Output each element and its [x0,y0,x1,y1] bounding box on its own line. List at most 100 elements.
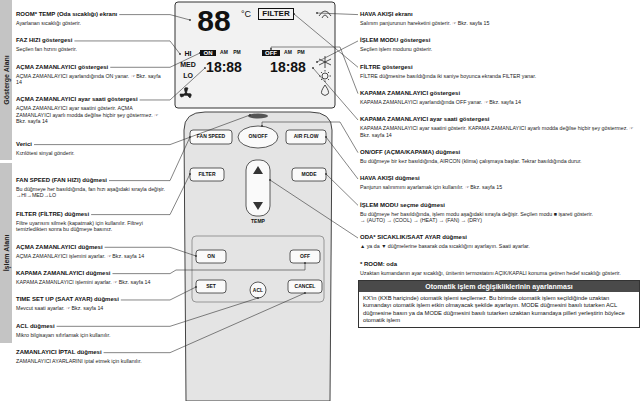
leader-line [317,13,358,15]
info-heading: Otomatik işlem değişikliklerinin ayarlan… [359,281,639,292]
callout-group: TIME SET UP (SAAT AYAR) düğmesiMevcut sa… [16,287,166,311]
transmitter [248,114,268,119]
display-text: FILTER [258,8,294,20]
callout-group: FAZ HIZI göstergesiSeçilen fan hızını gö… [16,28,166,52]
callout-text: KAPAMA ZAMANLAYICI işlemini ayarlar. ☞ B… [16,279,166,285]
callout-text: AÇMA ZAMANLAYICI ayarlandığında ON yanar… [16,73,166,86]
display-text: CANCEL [288,284,322,289]
callout-group: HAVA AKIŞI ekranıSalınım panjurunun hare… [360,2,638,26]
leader-dot [316,61,318,63]
callout-heading: İŞLEM MODU seçme düğmesi [360,202,445,209]
callout-text: Mevcut saati ayarlar. ☞ Bkz. sayfa 14 [16,305,166,311]
leader-dot [257,297,259,299]
remote-body [184,112,332,401]
callout-text: Bu düğmeye her basıldığında, fan hızı aş… [16,186,166,192]
display-text: MED [180,61,196,68]
remote-buttons [190,126,326,298]
callout-heading: Verici [16,141,32,148]
callout-text: Seçilen fan hızını gösterir. [16,46,166,52]
display-text: 18:88 [262,60,314,74]
display-text: LO [180,72,196,79]
display-text: ACL [248,288,268,293]
display-text: PM [231,50,243,55]
leader-line [270,180,358,238]
display-text: TEMP [244,219,272,224]
leader-dot [179,53,181,55]
callout-group: İŞLEM MODU göstergesiSeçilen işlem modun… [360,28,638,52]
display-text: FAN SPEED [190,134,232,139]
display-text: ON/OFF [238,134,278,139]
display-text: FILTER [190,172,224,177]
callout-group: VericiKızılötesi sinyal gönderir. [16,132,166,156]
leader-dot [189,19,191,21]
callout-text: → (AUTO) → (COOL) → (HEAT) → (FAN) → (DR… [360,217,638,223]
callout-text: Salınım panjurunun hareketini gösterir. … [360,20,638,26]
leader-dot [325,173,327,175]
callout-group: ROOM* TEMP (Oda sıcaklığı) ekranıAyarlan… [16,2,166,26]
leader-line [317,41,358,62]
leader-line [109,137,190,181]
leader-line [119,15,190,20]
leader-dot [312,67,314,69]
info-box: Otomatik işlem değişikliklerinin ayarlan… [358,280,640,328]
display-text: AIR FLOW [286,134,326,139]
callout-group: FAN SPEED (FAN HIZI) düğmesi Bu düğmeye h… [16,168,166,199]
callout-heading: KAPAMA ZAMANLAYICI düğmesi [16,270,110,277]
area-title: Gösterge Alanı [3,55,10,105]
callout-heading: İŞLEM MODU göstergesi [360,37,430,44]
display-text: 88 [190,6,238,36]
callout-heading: AÇMA ZAMANLAYICI ayar saati göstergesi [16,96,138,103]
leader-dot [325,136,327,138]
leader-dot [304,262,306,264]
leader-line [313,68,358,120]
callout-heading: HAVA AKIŞI ekranı [360,11,413,18]
display-text: SET [196,284,226,289]
callout-group: FILTER (FİLTRE) düğmesiFiltre uyarısını … [16,202,166,233]
callout-group: KAPAMA ZAMANLAYICI göstergesiKAPAMA ZAMA… [360,81,638,105]
callout-group: AÇMA ZAMANLAYICI göstergesiAÇMA ZAMANLAY… [16,55,166,86]
display-text: AM [282,50,294,55]
leader-dot [189,173,191,175]
info-text: KX'in (KXB hariçinde) otomatik işlemi se… [359,292,639,327]
leader-line [104,293,305,353]
leader-line [112,263,305,274]
callout-group: KAPAMA ZAMANLAYICI ayar saati göstergesi… [360,107,638,138]
callout-heading: ON/OFF (AÇMA/KAPAMA) düğmesi [360,149,460,156]
callout-heading: HAVA AKIŞI düğmesi [360,175,420,182]
callout-group: ODA* SICAKLIK/SAAT AYAR düğmesi▲ ya da ▼… [360,225,638,249]
callout-group: FİLTRE göstergesiFİLTRE düğmesine basıld… [360,55,638,79]
callout-text: Kızılötesi sinyal gönderir. [16,150,166,156]
callout-text: AÇMA ZAMANLAYICI işlemini ayarlar. ☞ Bkz… [16,253,166,259]
callout-text: Mikro bilgisayarı sıfırlamak için kullan… [16,332,166,338]
callout-heading: FAZ HIZI göstergesi [16,37,72,44]
callout-heading: ZAMANLAYICI İPTAL düğmesi [16,349,102,356]
display-text: OFF [290,254,320,259]
lcd-frame [175,2,335,108]
callout-group: HAVA AKIŞI düğmesiPanjurun salınımını ay… [360,166,638,190]
callout-group: İŞLEM MODU seçme düğmesiBu düğmeye her b… [360,193,638,224]
leader-dot [316,12,318,14]
leader-dot [269,179,271,181]
callout-text: →HI→MED→LO [16,192,166,198]
callout-heading: FAN SPEED (FAN HIZI) düğmesi [16,177,107,184]
callout-heading: FİLTRE göstergesi [360,64,413,71]
callout-text: Bu düğmeye bir kez basıldığında, AIRCON … [360,158,638,164]
callout-heading: KAPAMA ZAMANLAYICI göstergesi [360,90,460,97]
callout-text: ZAMANLAYICI AYARLARINI iptal etmek için … [16,358,166,364]
display-text: ON [200,50,216,56]
callout-heading: FILTER (FİLTRE) düğmesi [16,211,89,218]
display-text: OFF [262,50,280,56]
leader-line [262,122,358,153]
leader-dot [249,114,251,116]
display-text: PM [295,50,307,55]
callout-heading: ACL düğmesi [16,323,55,330]
callout-text: Seçilen işlem modunu gösterir. [360,46,638,52]
leader-dot [195,286,197,288]
callout-heading: ROOM* TEMP (Oda sıcaklığı) ekranı [16,11,117,18]
leader-line [326,174,358,205]
callout-text: Uzaktan kumandanın ayar sıcaklığı, ünite… [360,270,638,276]
callout-text: KAPAMA ZAMANLAYICI ayarlandığında OFF ya… [360,99,638,105]
display-text: °C [238,10,254,19]
